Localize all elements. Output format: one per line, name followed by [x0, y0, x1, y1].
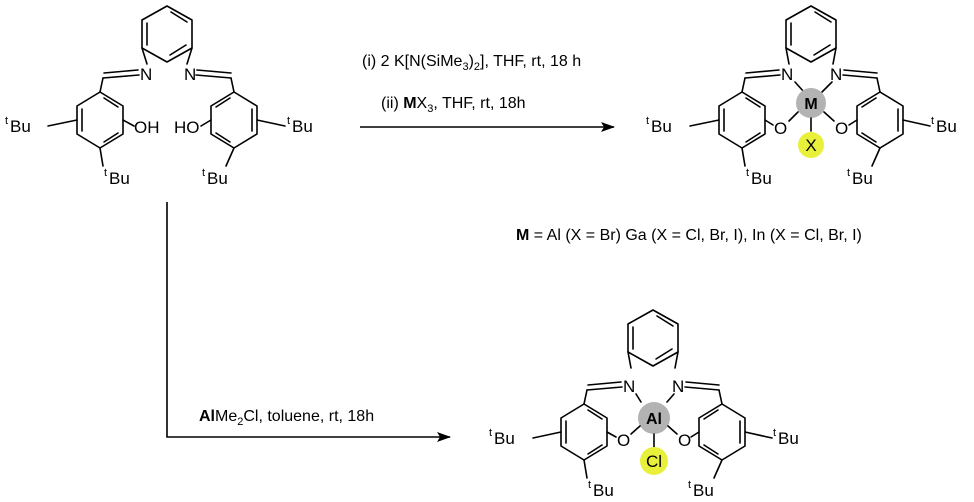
- metal-center-label: M: [804, 96, 817, 113]
- hydroxyl-left: OH: [134, 118, 160, 137]
- tbu-left-super: t: [5, 115, 8, 127]
- complex-n-left: N: [781, 65, 793, 84]
- condition-alme2cl: AlMe2Cl, toluene, rt, 18h: [199, 408, 374, 428]
- complex-tbu-left-lower: Bu: [751, 169, 772, 188]
- al-tbu-left-super: t: [489, 427, 492, 439]
- metal-definition: M = Al (X = Br) Ga (X = Cl, Br, I), In (…: [516, 227, 862, 244]
- al-tbu-left: Bu: [494, 429, 515, 448]
- starting-ligand: N N OH t Bu t Bu HO: [5, 5, 313, 188]
- complex-tbu-left: Bu: [651, 117, 672, 136]
- condition-step-2: (ii) MX3, THF, rt, 18h: [381, 95, 526, 115]
- al-center-circle: [638, 402, 670, 434]
- metal-salen-complex: N N M X O O t Bu t Bu: [646, 5, 957, 188]
- complex-tbu-left-super: t: [646, 115, 649, 127]
- al-center-label: Al: [646, 411, 662, 428]
- imine-n-left: N: [140, 65, 152, 84]
- tbu-left: Bu: [10, 117, 31, 136]
- left-phenol-ring: [76, 91, 124, 149]
- complex-tbu-right: Bu: [936, 117, 957, 136]
- halide-label: X: [805, 136, 816, 155]
- complex-o-left: O: [774, 119, 787, 138]
- halide-circle: [798, 132, 824, 158]
- diamine-benzene-ring: [141, 5, 193, 63]
- reaction-arrow-down-right: [166, 202, 451, 442]
- al-tbu-left-lower: Bu: [593, 481, 614, 500]
- complex-tbu-left-lower-super: t: [746, 167, 749, 179]
- tbu-right-lower: Bu: [207, 169, 228, 188]
- right-phenol-ring: [210, 91, 258, 149]
- condition-step-1: (i) 2 K[N(SiMe3)2], THF, rt, 18 h: [362, 53, 581, 73]
- tbu-right: Bu: [292, 117, 313, 136]
- tbu-left-lower: Bu: [109, 169, 130, 188]
- al-complex-n-left: N: [623, 377, 635, 396]
- al-complex-o-left: O: [617, 431, 630, 450]
- al-tbu-right: Bu: [778, 429, 799, 448]
- al-complex-n-right: N: [672, 377, 684, 396]
- complex-n-right: N: [830, 65, 842, 84]
- chloride-circle: [640, 447, 668, 475]
- tbu-left-lower-super: t: [104, 167, 107, 179]
- complex-tbu-right-lower: Bu: [852, 169, 873, 188]
- al-tbu-right-lower-super: t: [688, 479, 691, 491]
- hydroxyl-right: HO: [174, 118, 200, 137]
- aluminium-salen-complex: N N Al Cl O O t Bu t Bu: [489, 309, 799, 500]
- complex-tbu-right-lower-super: t: [847, 167, 850, 179]
- complex-tbu-right-super: t: [931, 115, 934, 127]
- chloride-label: Cl: [646, 452, 662, 471]
- al-tbu-right-lower: Bu: [693, 481, 714, 500]
- complex-o-right: O: [835, 119, 848, 138]
- metal-center-circle: [796, 88, 826, 118]
- al-complex-o-right: O: [678, 431, 691, 450]
- al-tbu-right-super: t: [773, 427, 776, 439]
- al-tbu-left-lower-super: t: [588, 479, 591, 491]
- imine-n-right: N: [184, 65, 196, 84]
- tbu-right-lower-super: t: [202, 167, 205, 179]
- tbu-right-super: t: [287, 115, 290, 127]
